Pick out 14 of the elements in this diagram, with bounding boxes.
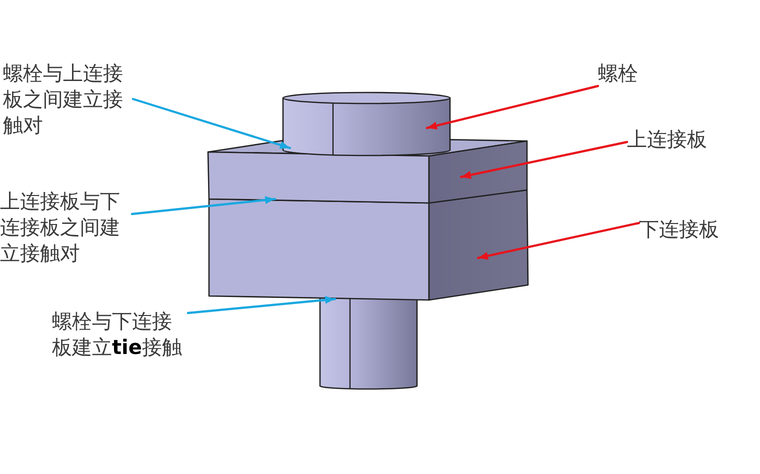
callout-text: 上连接板 <box>627 126 707 152</box>
callout-text: 螺栓 <box>598 60 638 86</box>
callout-text: 上连接板与下连接板之间建立接触对 <box>0 188 132 266</box>
leader-line <box>132 98 292 150</box>
leader-line <box>186 296 336 314</box>
bolt-head <box>282 92 451 156</box>
leader-line <box>460 140 628 179</box>
callout-text: 下连接板 <box>639 216 719 242</box>
leader-line <box>476 222 640 260</box>
callout-text: 螺栓与上连接板之间建立接触对 <box>3 60 135 138</box>
leader-line <box>130 196 276 216</box>
callout-text: 螺栓与下连接板建立tie接触 <box>52 308 188 360</box>
lower-plate <box>208 189 529 301</box>
leader-line <box>426 84 600 130</box>
